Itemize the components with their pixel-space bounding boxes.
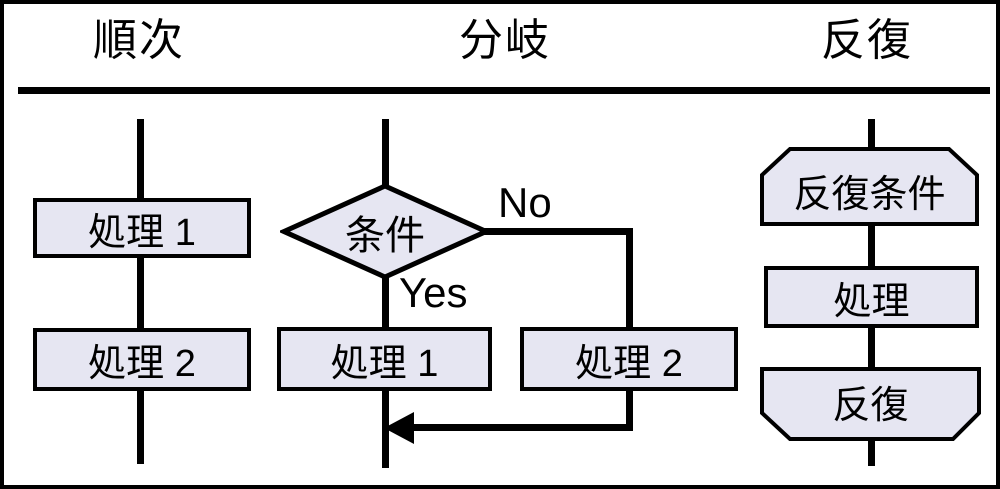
loop-start-shape: 反復条件: [760, 147, 979, 226]
loop-end-polygon: [760, 367, 981, 441]
loop-process-label: 処理: [833, 280, 910, 323]
loop-start-polygon: [760, 147, 979, 226]
branch-process1-label: 処理 1: [330, 342, 439, 385]
branch-merge-line-horizontal: [410, 424, 633, 431]
branch-no-line-horizontal: [482, 228, 633, 235]
sequence-flow-line: [137, 119, 144, 464]
sequence-process1-label: 処理 1: [88, 211, 196, 254]
merge-arrowhead-left-icon: [384, 412, 414, 444]
decision-label: 条件: [345, 213, 425, 258]
branch-label-yes: Yes: [399, 269, 468, 316]
loop-condition-label: 反復条件: [793, 174, 946, 216]
loop-end-label: 反復: [832, 384, 909, 427]
loop-process-box: 処理: [764, 266, 979, 328]
branch-inlet-line: [382, 119, 389, 185]
branch-process2-box: 処理 2: [520, 327, 738, 391]
sequence-process1-box: 処理 1: [33, 198, 251, 258]
branch-no-line-vertical: [626, 228, 633, 329]
loop-end-shape: 反復: [760, 367, 981, 441]
sequence-process2-box: 処理 2: [33, 328, 251, 391]
branch-merge-line-vertical: [626, 389, 633, 431]
branch-process2-label: 処理 2: [575, 342, 683, 385]
branch-yes-line: [382, 277, 389, 329]
section-title-sequence: 順次: [93, 16, 185, 65]
section-title-loop: 反復: [821, 16, 913, 65]
branch-label-no: No: [498, 179, 552, 226]
decision-diamond: 条件: [280, 182, 490, 281]
decision-diamond-shape: [280, 183, 490, 280]
sequence-process2-label: 処理 2: [88, 343, 196, 385]
section-title-branch: 分岐: [459, 16, 551, 65]
header-separator-line: [18, 87, 990, 94]
branch-process1-box: 処理 1: [277, 327, 492, 391]
